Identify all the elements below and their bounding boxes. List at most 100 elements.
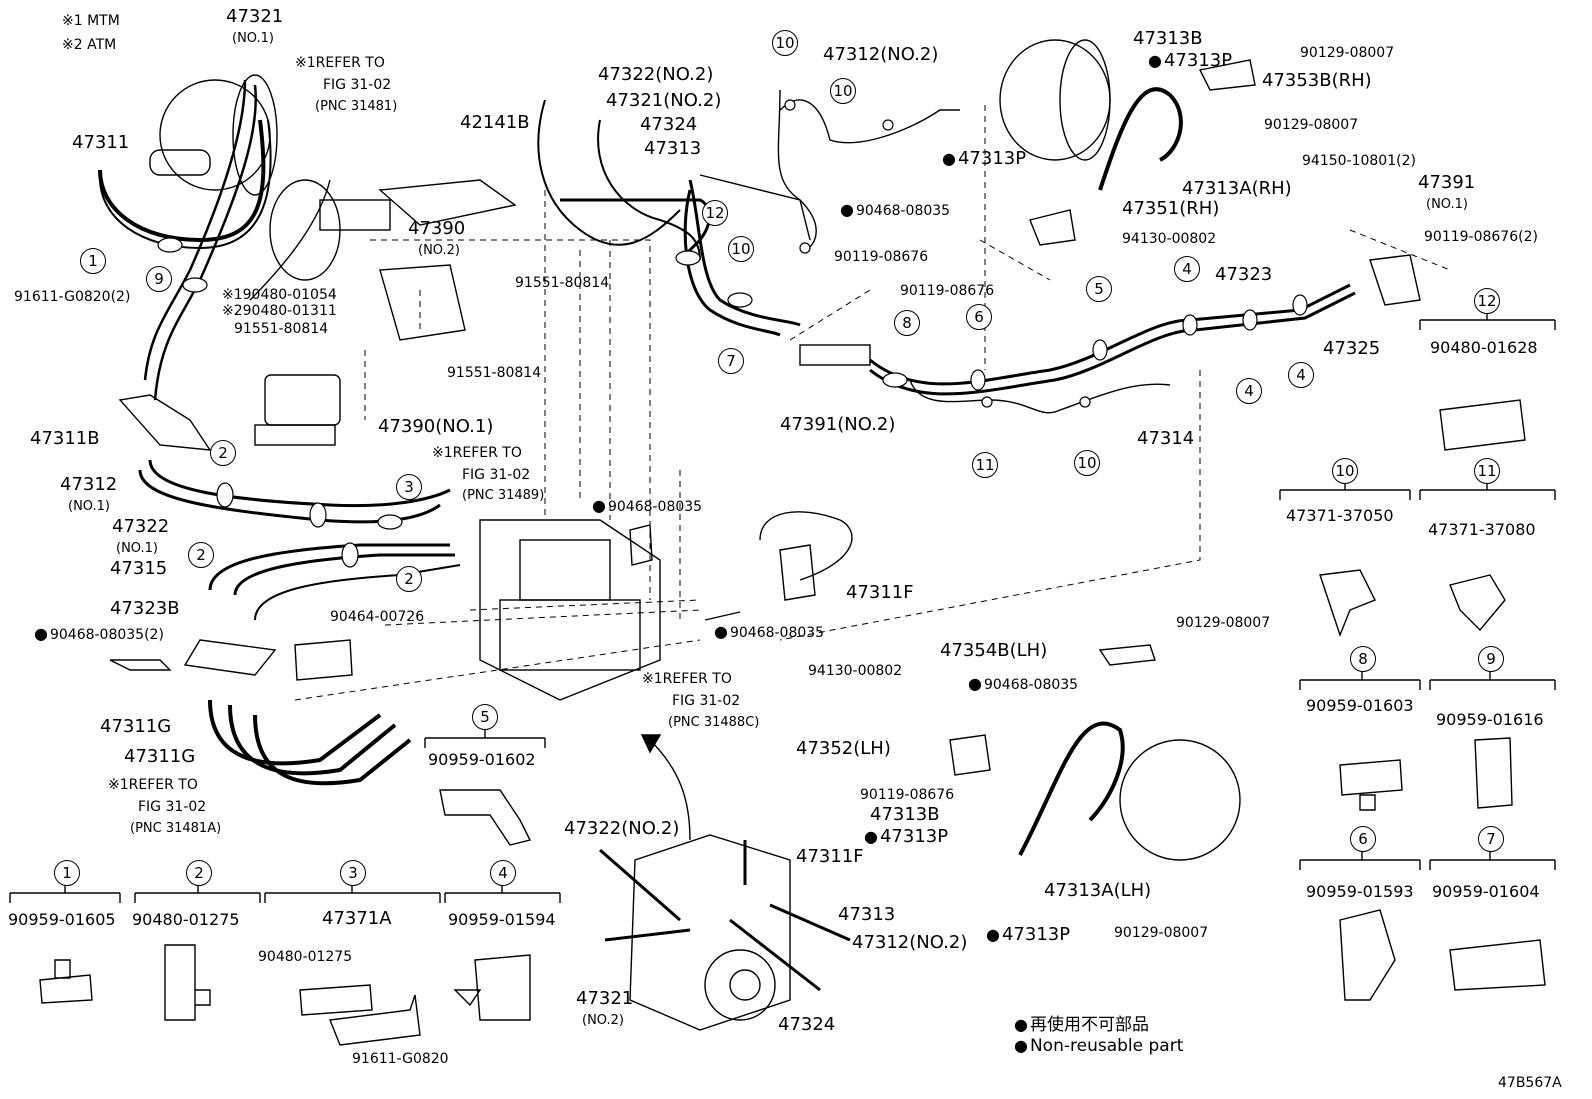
callout-10b: 10: [830, 78, 856, 104]
label-47313: 47313: [644, 138, 702, 159]
clamp-10-part: 47371-37050: [1286, 506, 1394, 525]
callout-2b: 2: [188, 542, 214, 568]
clamp-1-shape: [39, 959, 93, 1004]
clamp-4-num: 4: [490, 860, 516, 886]
label-90119-08676-2: 90119-08676(2): [1424, 229, 1538, 245]
clamp-10-shape: [1319, 569, 1376, 638]
label-47322-no1-sub: (NO.1): [116, 541, 158, 556]
callout-12: 12: [702, 200, 728, 226]
label-47321-no1-sub: (NO.1): [232, 31, 274, 46]
callout-3: 3: [396, 474, 422, 500]
label-90119-08676-a: 90119-08676: [834, 249, 929, 265]
figure-id: 47B567A: [1498, 1075, 1562, 1091]
label-47390-no2: 47390: [408, 218, 466, 239]
clamp-12-part: 90480-01628: [1430, 338, 1538, 357]
label-94130-00802-b: 94130-00802: [808, 663, 903, 679]
clamp-8-part: 90959-01603: [1306, 696, 1414, 715]
refer-note-1a: ※1REFER TO: [295, 55, 385, 71]
clamp-6-num: 6: [1350, 826, 1376, 852]
clamp-1-num: 1: [54, 860, 80, 886]
label-47321-no2-low: 47321: [576, 988, 634, 1009]
callout-4c: 4: [1288, 362, 1314, 388]
legend-en: Non-reusable part: [1014, 1036, 1183, 1056]
label-47313p-bottom: 47313P: [986, 926, 1070, 944]
label-91551-80814-a: 91551-80814: [515, 275, 610, 291]
callout-10d: 10: [1074, 450, 1100, 476]
clamp-8-num: 8: [1350, 646, 1376, 672]
label-47321-no1: 47321: [226, 6, 284, 27]
label-90464-00726: 90464-00726: [330, 609, 425, 625]
label-90468-08035-2: 90468-08035(2): [34, 626, 164, 642]
label-47312-no2-low: 47312(NO.2): [852, 932, 968, 953]
label-94130-00802-a: 94130-00802: [1122, 231, 1217, 247]
callout-5: 5: [1086, 276, 1112, 302]
label-47322-no2: 47322(NO.2): [598, 64, 714, 85]
label-47322-no2-low: 47322(NO.2): [564, 818, 680, 839]
clamp-2-num: 2: [186, 860, 212, 886]
label-90468-08035-low: 90468-08035: [714, 624, 824, 640]
label-90129-08007-c: 90129-08007: [1176, 615, 1271, 631]
abs-module-no1: [264, 374, 341, 426]
refer-note-4a: ※1REFER TO: [108, 777, 198, 793]
note-mtm: ※1 MTM: [62, 13, 120, 29]
label-47311f-low: 47311F: [796, 846, 864, 867]
label-47390-no2-sub: (NO.2): [418, 243, 460, 258]
label-47323: 47323: [1215, 264, 1273, 285]
label-47312-no2: 47312(NO.2): [823, 44, 939, 65]
callout-1: 1: [80, 248, 106, 274]
refer-note-2c: (PNC 31489): [462, 488, 545, 503]
clamp-8-shape: [1339, 759, 1403, 811]
label-47354b-lh: 47354B(LH): [940, 640, 1048, 661]
clamp-12-num: 12: [1474, 288, 1500, 314]
abs-actuator-lower: [629, 834, 791, 1031]
label-47314: 47314: [1137, 428, 1195, 449]
callout-9: 9: [146, 266, 172, 292]
abs-actuator: [479, 519, 661, 701]
refer-note-2b: FIG 31-02: [462, 467, 531, 483]
refer-note-1c: (PNC 31481): [315, 99, 398, 114]
callout-6: 6: [966, 304, 992, 330]
label-47311b: 47311B: [30, 428, 100, 449]
label-47311g-b: 47311G: [124, 746, 196, 767]
callout-4a: 4: [1174, 256, 1200, 282]
refer-note-4b: FIG 31-02: [138, 799, 207, 815]
label-42141b: 42141B: [460, 112, 530, 133]
label-90468-08035-lh: 90468-08035: [968, 676, 1078, 692]
label-90129-08007-b: 90129-08007: [1264, 117, 1359, 133]
callout-2a: 2: [210, 440, 236, 466]
rear-drum-lh: [1119, 739, 1241, 861]
label-290480-01311: ※290480-01311: [222, 303, 337, 319]
clamp-9-shape: [1474, 737, 1513, 809]
label-91551-80814-c: 91551-80814: [447, 365, 542, 381]
callout-8: 8: [894, 310, 920, 336]
callout-11: 11: [972, 452, 998, 478]
clamp-3-sub-b: 91611-G0820: [352, 1051, 449, 1067]
label-47311f-top: 47311F: [846, 582, 914, 603]
label-47322-no1: 47322: [112, 516, 170, 537]
clamp-11-shape: [1449, 574, 1506, 632]
clamp-5-shape: [439, 789, 532, 846]
refer-note-2a: ※1REFER TO: [432, 445, 522, 461]
refer-note-3b: FIG 31-02: [672, 693, 741, 709]
callout-10a: 10: [772, 30, 798, 56]
callout-7: 7: [718, 348, 744, 374]
callout-10c: 10: [728, 236, 754, 262]
refer-note-3c: (PNC 31488C): [668, 715, 760, 730]
label-47313-low: 47313: [838, 904, 896, 925]
clamp-2-shape: [164, 944, 211, 1021]
callout-2c: 2: [396, 566, 422, 592]
clamp-6-part: 90959-01593: [1306, 882, 1414, 901]
label-47325: 47325: [1323, 338, 1381, 359]
label-94150-10801-2: 94150-10801(2): [1302, 153, 1416, 169]
label-90119-08676-b: 90119-08676: [900, 283, 995, 299]
clamp-3-sub-a: 90480-01275: [258, 949, 353, 965]
label-47324: 47324: [640, 114, 698, 135]
label-90468-08035-mid: 90468-08035: [592, 498, 702, 514]
callout-4b: 4: [1236, 378, 1262, 404]
clamp-7-part: 90959-01604: [1432, 882, 1540, 901]
label-47315: 47315: [110, 558, 168, 579]
label-91611-g0820-2: 91611-G0820(2): [14, 289, 131, 305]
label-47390-no1: 47390(NO.1): [378, 416, 494, 437]
label-47321-no2-low-sub: (NO.2): [582, 1013, 624, 1028]
